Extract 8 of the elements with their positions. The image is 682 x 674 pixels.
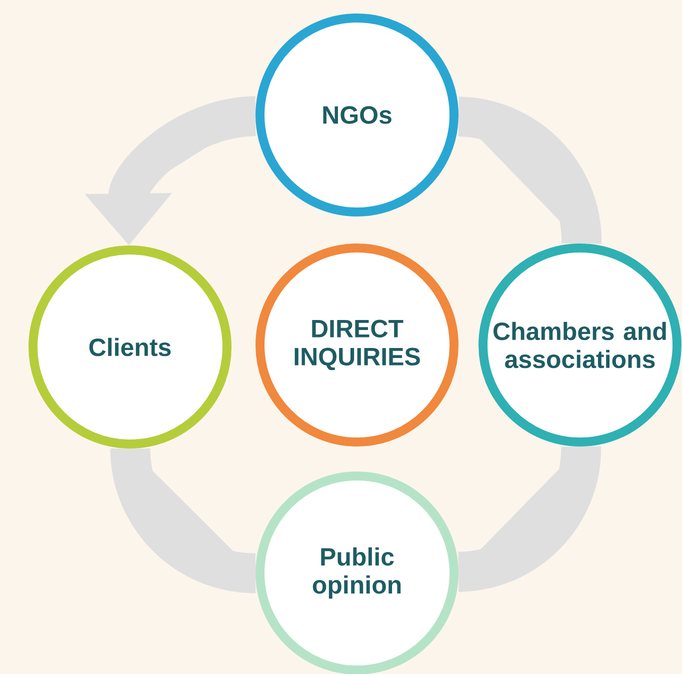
ring-arrow xyxy=(110,447,257,594)
circle-node: NGOs xyxy=(256,13,458,216)
ring-arrow xyxy=(456,445,602,592)
circle-node: Public opinion xyxy=(256,472,458,674)
ring-arrow xyxy=(456,96,602,245)
circle-node: Chambers and associations xyxy=(478,244,682,446)
circle-node: Clients xyxy=(28,246,232,448)
circle-node: DIRECT INQUIRIES xyxy=(256,244,458,446)
